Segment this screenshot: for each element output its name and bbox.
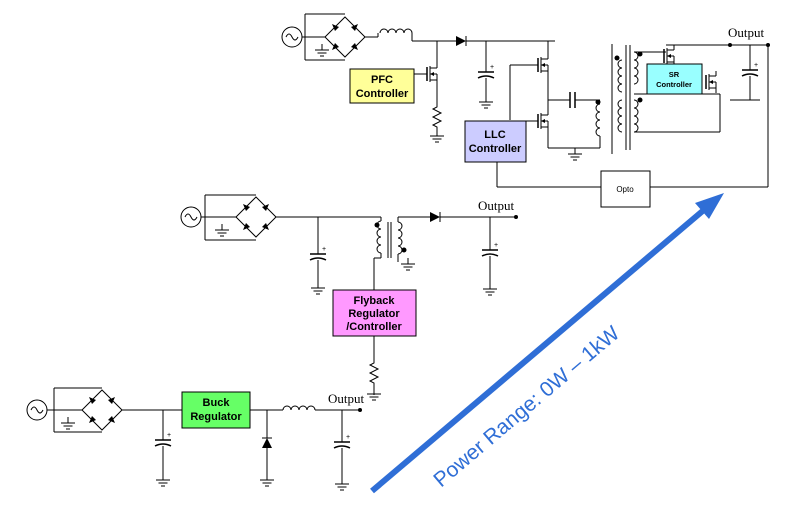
mosfet-icon (537, 109, 549, 133)
transformer-icon (374, 220, 407, 258)
pfc-controller-label-2: Controller (356, 88, 409, 100)
ground-icon (314, 43, 330, 57)
sr-controller-box (646, 63, 703, 95)
power-range-arrow: Power Range: 0W – 1kW (370, 193, 724, 494)
ac-source-icon (281, 26, 303, 48)
sr-controller-label-2: Controller (656, 80, 692, 89)
llc-stage: PFC Controller LLC Controller SR Control… (281, 13, 770, 208)
mosfet-icon (426, 62, 438, 86)
buck-regulator-label: Buck (203, 397, 231, 409)
ground-icon (310, 281, 326, 295)
buck-stage: Buck Regulator Output (26, 387, 365, 491)
diode-icon (262, 438, 272, 448)
flyback-output-label: Output (478, 198, 515, 213)
ac-source-icon (26, 399, 48, 421)
ground-icon (214, 223, 230, 237)
flyback-controller-box (332, 289, 417, 337)
buck-regulator-label-2: Regulator (190, 411, 242, 423)
mosfet-icon (537, 53, 549, 77)
flyback-controller-label: Flyback (354, 295, 396, 307)
flyback-stage: Flyback Regulator /Controller Output (180, 194, 518, 401)
llc-controller-label: LLC (484, 129, 505, 141)
power-range-label: Power Range: 0W – 1kW (429, 322, 624, 492)
pfc-controller-label: PFC (371, 74, 393, 86)
resistor-icon (369, 359, 379, 387)
llc-controller-box (464, 120, 527, 163)
ground-icon (60, 416, 76, 430)
llc-output-label: Output (728, 25, 765, 40)
mosfet-icon (705, 70, 717, 94)
ground-icon (334, 477, 350, 491)
ground-icon (400, 257, 416, 271)
llc-controller-label-2: Controller (469, 143, 522, 155)
buck-output-label: Output (328, 391, 365, 406)
transformer-icon (614, 45, 643, 150)
bridge-rectifier-icon (324, 16, 366, 58)
ground-icon (478, 95, 494, 109)
ground-icon (259, 473, 275, 487)
resistor-icon (432, 103, 442, 131)
ground-icon (567, 147, 583, 161)
inductor-icon (379, 28, 413, 34)
opto-label: Opto (616, 185, 634, 194)
ground-icon (366, 387, 382, 401)
ground-icon (482, 282, 498, 296)
bridge-rectifier-icon (235, 196, 277, 238)
ground-icon (155, 473, 171, 487)
flyback-controller-label-2: Regulator (348, 308, 400, 320)
diode-icon (430, 212, 440, 222)
pfc-controller-box (349, 68, 415, 104)
flyback-controller-label-3: /Controller (346, 321, 402, 333)
diode-icon (456, 36, 466, 46)
sr-controller-label: SR (669, 70, 680, 79)
opto-box (600, 170, 651, 208)
inductor-icon (282, 405, 316, 411)
ac-source-icon (180, 206, 202, 228)
ground-icon (429, 129, 445, 143)
inductor-icon (595, 103, 601, 137)
bridge-rectifier-icon (81, 389, 123, 431)
